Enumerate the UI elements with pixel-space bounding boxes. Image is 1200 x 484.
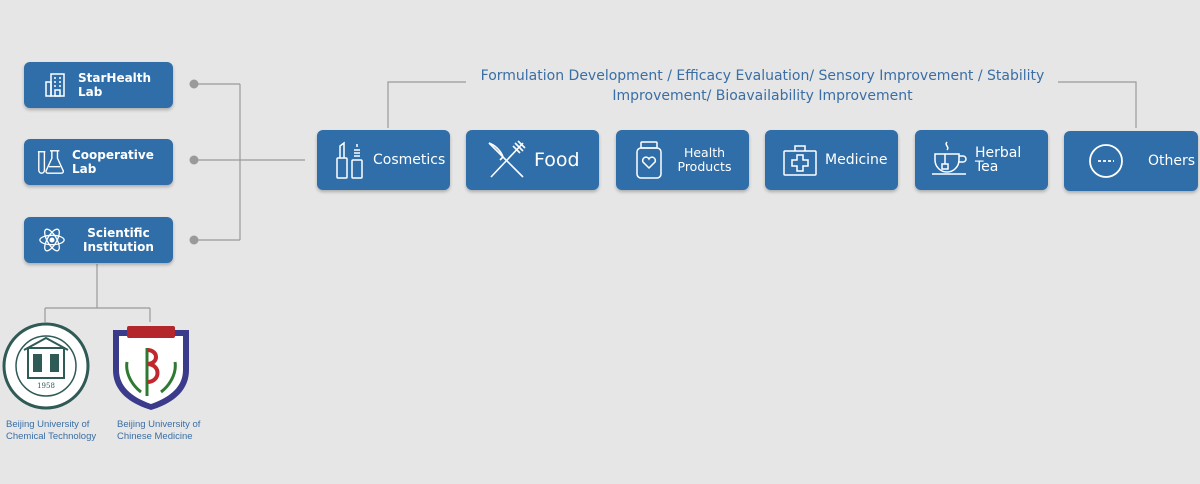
category-label: Medicine bbox=[825, 152, 888, 168]
connector-dot bbox=[189, 235, 199, 245]
seal-year: 1958 bbox=[37, 382, 55, 390]
fork-knife-icon bbox=[484, 140, 528, 180]
category-label: Herbal Tea bbox=[975, 145, 1022, 175]
category-herbal-tea: Herbal Tea bbox=[915, 130, 1048, 190]
university-logo-bucm bbox=[107, 322, 195, 416]
category-label: Health Products bbox=[677, 145, 732, 174]
connector-dot bbox=[189, 79, 199, 89]
source-label: StarHealth Lab bbox=[78, 71, 152, 99]
category-health-products: Health Products bbox=[616, 130, 749, 190]
bucm-emblem bbox=[113, 326, 189, 410]
category-label: Cosmetics bbox=[373, 152, 446, 168]
source-starhealth-lab: StarHealth Lab bbox=[24, 62, 173, 108]
cosmetics-icon bbox=[333, 140, 367, 180]
atom-icon bbox=[38, 226, 66, 254]
services-description: Formulation Development / Efficacy Evalu… bbox=[480, 68, 1045, 104]
medical-kit-icon bbox=[781, 140, 819, 180]
category-label: Others bbox=[1148, 153, 1196, 169]
category-cosmetics: Cosmetics bbox=[317, 130, 450, 190]
source-cooperative-lab: Cooperative Lab bbox=[24, 139, 173, 185]
source-label: Scientific Institution bbox=[83, 226, 154, 254]
source-scientific-institution: Scientific Institution bbox=[24, 217, 173, 263]
university-caption-bucm: Beijing University of Chinese Medicine bbox=[117, 419, 201, 442]
building-icon bbox=[42, 71, 70, 99]
university-caption-buct: Beijing University of Chemical Technolog… bbox=[6, 419, 97, 442]
tea-cup-icon bbox=[931, 140, 969, 180]
supplement-jar-icon bbox=[632, 140, 666, 180]
university-logo-buct: 1958 bbox=[2, 322, 90, 416]
source-label: Cooperative Lab bbox=[72, 148, 154, 176]
connector-dot bbox=[189, 155, 199, 165]
lab-flask-icon bbox=[36, 148, 64, 176]
category-medicine: Medicine bbox=[765, 130, 898, 190]
category-food: Food bbox=[466, 130, 599, 190]
buct-seal: 1958 bbox=[2, 322, 90, 410]
category-label: Food bbox=[534, 149, 580, 171]
category-others: Others bbox=[1064, 131, 1198, 191]
more-circle-icon bbox=[1086, 141, 1126, 181]
